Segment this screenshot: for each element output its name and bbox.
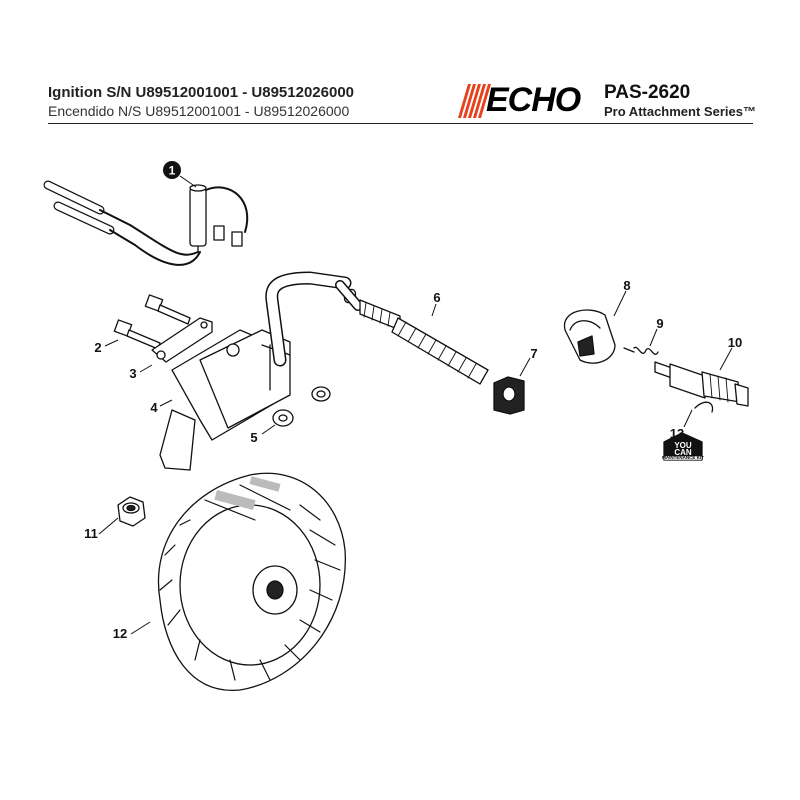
part-1-ignition-wire[interactable] bbox=[43, 180, 249, 266]
part-12-flywheel[interactable] bbox=[157, 472, 346, 691]
page-title: Ignition S/N U89512001001 - U89512026000 bbox=[48, 84, 355, 101]
callout-2: 2 bbox=[94, 340, 101, 355]
header-divider bbox=[48, 123, 753, 124]
brand-stripes-icon bbox=[458, 84, 491, 118]
callout-11: 11 bbox=[84, 526, 98, 541]
part-4-ignition-coil[interactable] bbox=[159, 329, 291, 471]
model-series: Pro Attachment Series™ bbox=[604, 104, 756, 119]
callout-7: 7 bbox=[530, 346, 537, 361]
part-9-spring[interactable] bbox=[623, 346, 659, 355]
callout-3: 3 bbox=[129, 366, 136, 381]
callout-12: 12 bbox=[113, 626, 127, 641]
page-header: Ignition S/N U89512001001 - U89512026000… bbox=[0, 0, 800, 130]
part-6-high-tension-cord[interactable] bbox=[265, 271, 489, 385]
callout-1-badge bbox=[163, 161, 181, 179]
part-11-nut[interactable] bbox=[117, 496, 146, 527]
callouts: 1 2 3 4 5 6 7 8 9 10 11 12 13 YOU CAN MA… bbox=[84, 161, 742, 641]
leader-lines bbox=[98, 175, 733, 635]
part-3-lead-plate[interactable] bbox=[151, 317, 213, 363]
part-8-plug-cap[interactable] bbox=[563, 309, 616, 364]
page-subtitle: Encendido N/S U89512001001 - U8951202600… bbox=[48, 103, 350, 119]
kit-badge-bottom: MAINTENANCE KIT bbox=[662, 455, 704, 460]
callout-4: 4 bbox=[150, 400, 158, 415]
part-10-spark-plug[interactable] bbox=[654, 361, 749, 413]
part-13-maintenance-kit[interactable] bbox=[663, 432, 703, 461]
callout-13: 13 bbox=[670, 426, 684, 441]
brand-logo: ECHO bbox=[486, 81, 581, 119]
callout-9: 9 bbox=[656, 316, 663, 331]
kit-badge-top: YOU bbox=[674, 441, 692, 450]
callout-1: 1 bbox=[169, 164, 176, 178]
kit-badge-mid: CAN bbox=[674, 448, 692, 457]
callout-5: 5 bbox=[250, 430, 257, 445]
model-number: PAS-2620 bbox=[604, 82, 691, 103]
part-5-washer[interactable] bbox=[272, 386, 331, 427]
part-7-grommet[interactable] bbox=[493, 376, 525, 415]
callout-10: 10 bbox=[728, 335, 742, 350]
callout-6: 6 bbox=[433, 290, 440, 305]
part-2-bolt[interactable] bbox=[113, 294, 191, 350]
callout-8: 8 bbox=[623, 278, 630, 293]
parts-diagram: 1 2 3 4 5 6 7 8 9 10 11 12 13 YOU CAN MA… bbox=[43, 161, 749, 691]
